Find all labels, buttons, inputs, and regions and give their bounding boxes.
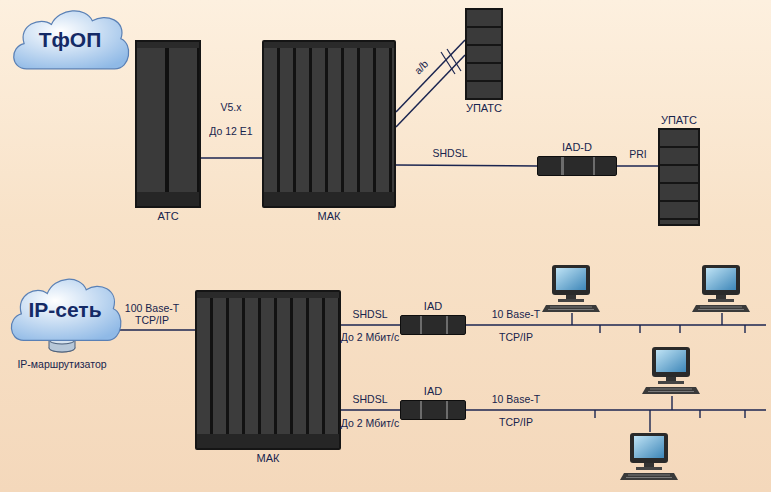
device-name: IAD — [424, 300, 442, 313]
protocol-name: TCP/IP — [499, 331, 533, 343]
line-label: 100 Base-T TCP/IP — [121, 302, 183, 326]
computer — [542, 265, 600, 312]
network-name: ТфОП — [35, 28, 106, 52]
device-name: IAD — [424, 385, 442, 398]
connection-line — [396, 40, 465, 112]
line-label: a/b — [412, 58, 431, 77]
connection-line — [396, 55, 465, 127]
network-name: IP-сеть — [24, 298, 105, 322]
device-name: МАК — [318, 210, 341, 223]
connection-line — [617, 165, 658, 167]
exchange-rack: АТС — [135, 40, 201, 208]
computer — [620, 433, 678, 480]
access-concentrator: МАК — [262, 40, 396, 208]
iad-device: IAD-D — [537, 156, 617, 176]
computer — [642, 347, 700, 394]
connection-line — [201, 157, 262, 159]
connection-line — [341, 409, 400, 411]
interface-name: 10 Base-T — [492, 393, 540, 405]
line-label: SHDSL — [432, 147, 467, 159]
line-label: SHDSL — [352, 393, 387, 405]
line-speed: До 2 Мбит/с — [341, 417, 399, 429]
line-label: PRI — [629, 148, 647, 160]
network-cloud: ТфОП — [8, 4, 132, 76]
line-label: V5.x — [220, 101, 241, 113]
network-cloud: IP-сеть — [6, 272, 124, 348]
interface-name: 10 Base-T — [492, 308, 540, 320]
computer — [692, 265, 750, 312]
connection-line — [118, 329, 195, 331]
router-name: IP-маршрутизатор — [17, 358, 106, 370]
protocol-name: TCP/IP — [499, 416, 533, 428]
device-name: УПАТС — [661, 114, 697, 127]
connection-line — [396, 165, 537, 166]
line-capacity: До 12 E1 — [209, 125, 252, 137]
device-name: МАК — [257, 452, 280, 465]
pbx-rack: УПАТС — [658, 128, 700, 226]
ethernet-bus — [466, 313, 766, 432]
iad-device: IAD — [400, 315, 466, 335]
line-label: SHDSL — [352, 308, 387, 320]
connection-line — [341, 324, 400, 326]
device-name: АТС — [157, 210, 178, 223]
device-name: УПАТС — [466, 102, 502, 115]
iad-device: IAD — [400, 400, 466, 420]
pbx-rack: УПАТС — [465, 8, 503, 100]
device-name: IAD-D — [562, 141, 592, 154]
line-speed: До 2 Мбит/с — [341, 331, 399, 343]
access-concentrator: МАК — [195, 290, 341, 450]
